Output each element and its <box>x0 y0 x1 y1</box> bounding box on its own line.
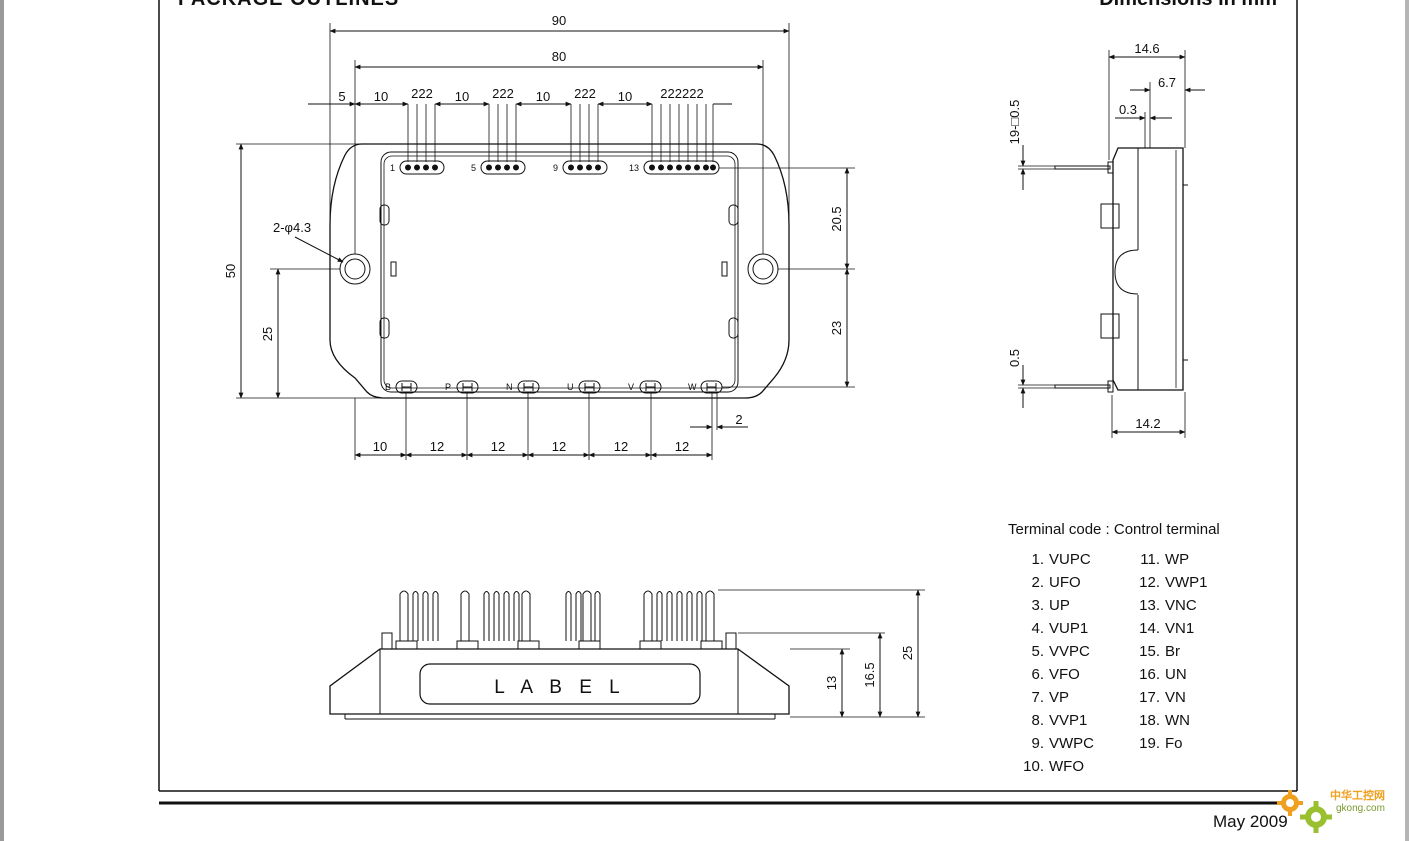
power-terminals <box>395 380 723 394</box>
list-item: 6.VFO <box>1031 666 1080 683</box>
list-item: 14.VN1 <box>1139 620 1195 637</box>
dim-pin-width: 2 <box>735 412 742 427</box>
dim-bottom-pitch: 12 <box>614 439 628 454</box>
pin-number: 13 <box>629 163 639 173</box>
left-window-edge <box>0 0 4 841</box>
gear-icon <box>1277 790 1332 833</box>
terminal-label: N <box>506 382 513 392</box>
dim-gap-d: 10 <box>618 89 632 104</box>
module-inner-panel <box>380 151 739 393</box>
dim-total-depth: 14.6 <box>1134 41 1159 56</box>
top-view-labels: 90 80 5 10 222 10 222 10 222 10 222222 2… <box>223 13 844 454</box>
watermark-cn: 中华工控网 <box>1330 790 1385 802</box>
terminal-label: B <box>385 382 391 392</box>
dim-body-height: 13 <box>824 676 839 690</box>
dim-upper-right: 20.5 <box>829 206 844 231</box>
dim-bottom-pitch: 12 <box>552 439 566 454</box>
dim-pins-d: 222222 <box>660 86 703 101</box>
side-view-labels: 14.6 6.7 0.3 19-□0.5 0.5 14.2 <box>1007 41 1176 431</box>
terminal-code-list-1: 1.VUPC 2.UFO 3.UP 4.VUP1 5.VVPC 6.VFO 7.… <box>1018 548 1094 778</box>
dim-hole-pitch: 80 <box>552 49 566 64</box>
power-terminal-labels: B P N U V W <box>385 382 697 392</box>
list-item: 2.UFO <box>1031 574 1081 591</box>
terminal-label: W <box>688 382 697 392</box>
dim-bottom-pitch: 12 <box>675 439 689 454</box>
watermark-en: gkong.com <box>1336 803 1385 814</box>
list-item: 9.VWPC <box>1031 735 1094 752</box>
pin-number: 9 <box>553 163 558 173</box>
module-outline <box>329 143 790 399</box>
front-view-labels: L A B E L 13 16.5 25 <box>494 646 915 698</box>
dim-pins-b: 222 <box>492 86 514 101</box>
list-item: 18.WN <box>1139 712 1190 729</box>
side-body <box>1112 147 1184 391</box>
side-view <box>1018 50 1205 438</box>
front-view <box>329 589 925 720</box>
footer-date: May 2009 <box>1213 812 1288 831</box>
pin-group-numbers: 1 5 9 13 <box>390 163 639 173</box>
list-item: 10.WFO <box>1023 758 1084 775</box>
dim-height: 50 <box>223 264 238 278</box>
list-item: 4.VUP1 <box>1031 620 1089 637</box>
dim-control-pin-height: 25 <box>900 646 915 660</box>
dim-gap-b: 10 <box>455 89 469 104</box>
dim-pin-offset: 0.3 <box>1119 102 1137 117</box>
label-plate-text: L A B E L <box>494 677 625 698</box>
pin-group-13 <box>643 160 720 175</box>
pin-group-9 <box>562 160 608 175</box>
label-plate <box>419 663 701 705</box>
list-item: 19.Fo <box>1139 735 1183 752</box>
dim-bottom-pitch: 12 <box>491 439 505 454</box>
pin-group-5 <box>480 160 526 175</box>
dim-pins-a: 222 <box>411 86 433 101</box>
dim-gap-a: 10 <box>374 89 388 104</box>
dim-pin-size: 19-□0.5 <box>1007 100 1022 145</box>
dim-overall-width: 90 <box>552 13 566 28</box>
dim-bottom-first: 10 <box>373 439 387 454</box>
dim-body-depth: 6.7 <box>1158 75 1176 90</box>
dim-left-offset: 5 <box>338 89 345 104</box>
units-note: Dimensions in mm <box>1099 0 1277 11</box>
right-window-edge <box>1405 0 1409 841</box>
dim-power-pin-height: 16.5 <box>862 662 877 687</box>
list-item: 11.WP <box>1140 551 1190 568</box>
list-item: 15.Br <box>1139 643 1180 660</box>
list-item: 16.UN <box>1139 666 1187 683</box>
terminal-code-list-2: 11.WP 12.VWP1 13.VNC 14.VN1 15.Br 16.UN … <box>1136 548 1208 755</box>
dim-hole-height: 25 <box>260 327 275 341</box>
list-item: 7.VP <box>1031 689 1070 706</box>
terminal-label: P <box>445 382 451 392</box>
list-item: 8.VVP1 <box>1031 712 1088 729</box>
section-title: PACKAGE OUTLINES <box>178 0 399 11</box>
terminal-code-title: Terminal code : Control terminal <box>1008 521 1220 538</box>
list-item: 17.VN <box>1139 689 1186 706</box>
list-item: 13.VNC <box>1139 597 1197 614</box>
top-view <box>236 23 855 460</box>
terminal-label: V <box>628 382 634 392</box>
dim-mount-hole: 2-φ4.3 <box>273 220 311 235</box>
dim-pin-thickness: 0.5 <box>1007 349 1022 367</box>
pin-number: 5 <box>471 163 476 173</box>
dim-gap-c: 10 <box>536 89 550 104</box>
list-item: 3.UP <box>1031 597 1070 614</box>
dim-bottom-pitch: 12 <box>430 439 444 454</box>
dim-pins-c: 222 <box>574 86 596 101</box>
dim-lower-right: 23 <box>829 321 844 335</box>
pin-number: 1 <box>390 163 395 173</box>
list-item: 5.VVPC <box>1031 643 1090 660</box>
pin-group-1 <box>399 160 445 175</box>
list-item: 1.VUPC <box>1031 551 1091 568</box>
dim-base-depth: 14.2 <box>1135 416 1160 431</box>
terminal-label: U <box>567 382 574 392</box>
watermark-logo: 中华工控网 gkong.com <box>1276 785 1396 835</box>
page-frame <box>158 0 1298 805</box>
list-item: 12.VWP1 <box>1139 574 1208 591</box>
